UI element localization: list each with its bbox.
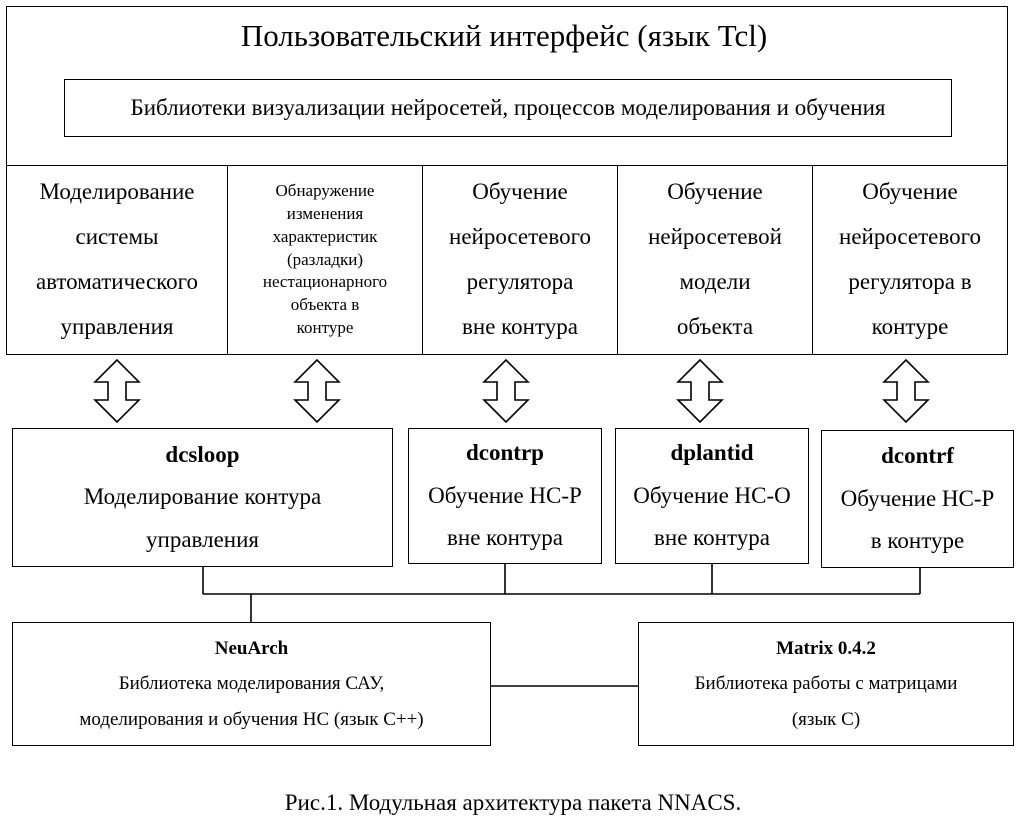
module-line: вне контура xyxy=(654,525,770,551)
module-line: Обучение НС-Р xyxy=(840,485,995,511)
double-arrow-4 xyxy=(676,358,724,424)
function-line: Обучение xyxy=(862,179,958,205)
figure-caption: Рис.1. Модульная архитектура пакета NNAC… xyxy=(284,790,742,815)
function-line: контуре xyxy=(296,318,354,338)
module-line: Моделирование контура xyxy=(83,484,322,510)
function-line: вне контура xyxy=(462,313,578,339)
function-line: Моделирование xyxy=(39,179,195,205)
library-line: (язык С) xyxy=(791,708,861,730)
library-name: NeuArch xyxy=(214,638,289,660)
module-dcontrf: dcontrf Обучение НС-Р в контуре xyxy=(821,430,1014,568)
module-name: dcontrp xyxy=(466,440,544,466)
function-line: регулятора в xyxy=(848,269,972,294)
function-line: управления xyxy=(60,313,174,339)
double-arrow-1 xyxy=(93,358,141,424)
function-line: нейросетевого xyxy=(839,224,981,250)
library-line: Библиотека работы с матрицами xyxy=(694,673,958,695)
library-name: Matrix 0.4.2 xyxy=(776,638,876,660)
module-name: dcontrf xyxy=(881,443,954,469)
function-line: Обнаружение xyxy=(275,180,375,200)
function-line: объекта в xyxy=(290,295,360,315)
function-line: нейросетевой xyxy=(648,224,782,250)
function-line: контуре xyxy=(871,313,949,339)
function-line: нейросетевого xyxy=(449,224,591,250)
user-interface-title: Пользовательский интерфейс (язык Tcl) xyxy=(240,18,768,53)
function-line: Обучение xyxy=(667,179,763,205)
module-line: в контуре xyxy=(870,528,965,554)
function-line: нестационарного xyxy=(262,272,388,292)
library-line: Библиотека моделирования САУ, xyxy=(118,673,385,695)
function-line: модели xyxy=(679,269,751,294)
function-cell-regulator-online: Обучение нейросетевого регулятора в конт… xyxy=(812,165,1008,355)
function-line: Обучение xyxy=(472,179,568,205)
visualization-libraries-box: Библиотеки визуализации нейросетей, проц… xyxy=(64,79,952,137)
function-line: системы xyxy=(75,224,159,250)
module-name: dcsloop xyxy=(165,441,240,467)
module-line: управления xyxy=(146,526,259,552)
double-arrow-2 xyxy=(293,358,341,424)
function-line: объекта xyxy=(676,313,754,339)
function-cell-simulation: Моделирование системы автоматического уп… xyxy=(6,165,228,355)
function-line: (разладки) xyxy=(286,249,364,269)
library-matrix: Matrix 0.4.2 Библиотека работы с матрица… xyxy=(638,622,1014,746)
module-dplantid: dplantid Обучение НС-О вне контура xyxy=(615,428,809,564)
library-line: моделирования и обучения НС (язык С++) xyxy=(79,708,424,730)
library-neuarch: NeuArch Библиотека моделирования САУ, мо… xyxy=(12,622,491,746)
module-name: dplantid xyxy=(670,440,754,466)
function-line: изменения xyxy=(286,203,364,223)
module-bus xyxy=(202,563,921,622)
function-cell-plant-model: Обучение нейросетевой модели объекта xyxy=(617,165,813,355)
module-dcsloop: dcsloop Моделирование контура управления xyxy=(12,428,393,567)
function-cell-detection: Обнаружение изменения характеристик (раз… xyxy=(227,165,423,355)
module-line: Обучение НС-Р xyxy=(428,482,582,508)
function-cell-regulator-offline: Обучение нейросетевого регулятора вне ко… xyxy=(422,165,618,355)
function-line: характеристик xyxy=(272,226,378,246)
module-line: Обучение НС-О xyxy=(633,482,791,508)
function-line: автоматического xyxy=(35,269,199,294)
function-line: регулятора xyxy=(466,269,574,294)
visualization-libraries-label: Библиотеки визуализации нейросетей, проц… xyxy=(130,95,886,120)
module-line: вне контура xyxy=(447,525,563,551)
module-dcontrp: dcontrp Обучение НС-Р вне контура xyxy=(408,428,602,564)
double-arrow-5 xyxy=(882,358,930,424)
double-arrow-3 xyxy=(482,358,530,424)
